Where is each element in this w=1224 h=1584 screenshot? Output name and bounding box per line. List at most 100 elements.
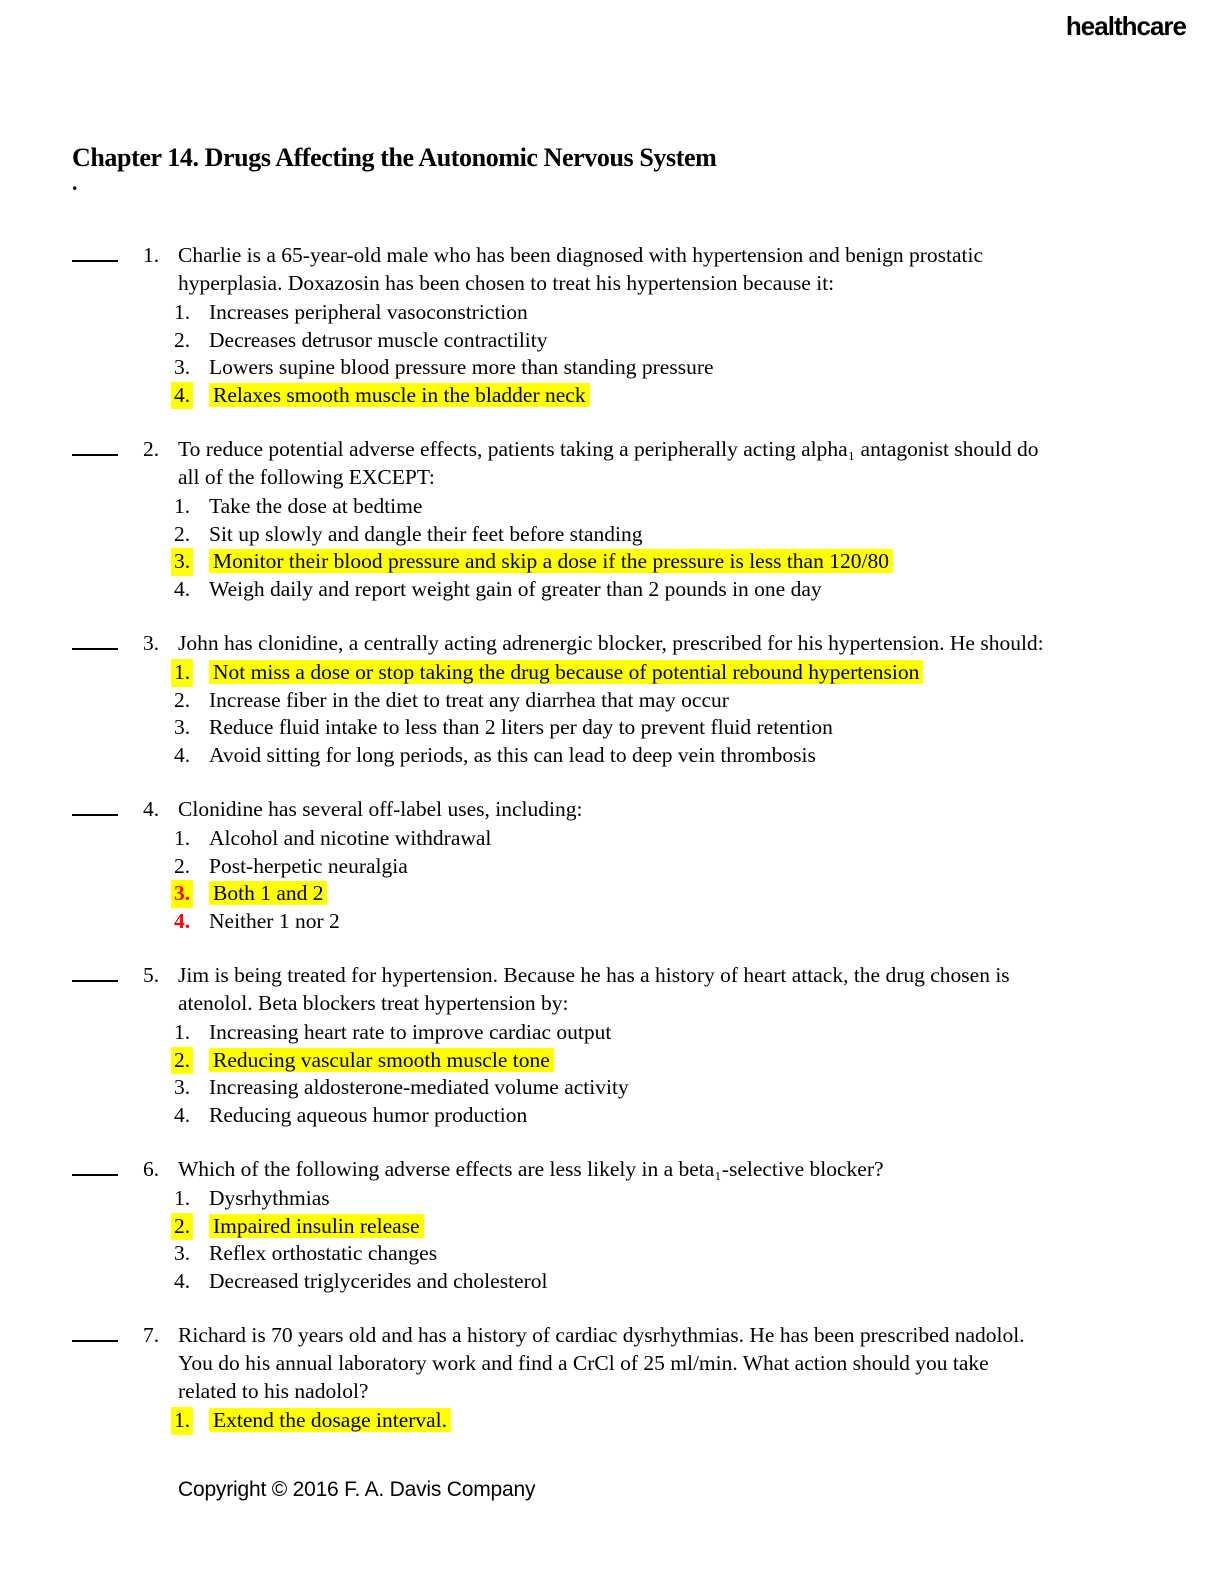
option: 4. Relaxes smooth muscle in the bladder n… [171, 381, 1182, 410]
option-number-text: 3. [174, 1075, 191, 1099]
option: 1. Alcohol and nicotine withdrawal [174, 825, 1182, 853]
option-text: Alcohol and nicotine withdrawal [209, 825, 491, 853]
healthcare-watermark: healthcare [1065, 11, 1187, 41]
footer-copyright: Copyright © 2016 F. A. Davis Company [178, 1478, 536, 1501]
option-number: 2. [174, 687, 209, 715]
options-list: 1.Not miss a dose or stop taking the dru… [171, 659, 1182, 770]
option-text-inner: Monitor their blood pressure and skip a … [209, 549, 893, 573]
option: 1.Take the dose at bedtime [174, 493, 1182, 521]
option: 4. Decreased triglycerides and cholestero… [174, 1268, 1182, 1296]
option-number: 3. [174, 354, 209, 382]
option: 1.Dysrhythmias [174, 1185, 1182, 1213]
answer-blank-line [72, 435, 118, 456]
option-number-text: 1. [174, 826, 191, 850]
option-text: Increasing heart rate to improve cardiac… [209, 1019, 611, 1047]
option: 2. Decreases detrusor muscle contractilit… [174, 327, 1182, 355]
question-7: 7.Richard is 70 years old and has a hist… [72, 1321, 1182, 1435]
option-number: 2. [174, 327, 209, 355]
option-text: Reduce fluid intake to less than 2 liter… [209, 714, 833, 742]
option-text-inner: Increase fiber in the diet to treat any … [209, 687, 729, 712]
option-number: 3. [174, 1240, 209, 1268]
option-text-inner: Reducing vascular smooth muscle tone [209, 1047, 554, 1072]
question-body: To reduce potential adverse effects, pat… [171, 435, 1182, 603]
option-number: 1. [174, 299, 209, 327]
option-text-inner: Reducing aqueous humor production [209, 1102, 528, 1127]
option: 3.Lowers supine blood pressure more than… [174, 354, 1182, 382]
option-text-inner: Take the dose at bedtime [209, 494, 423, 518]
option: 2.Reducing vascular smooth muscle tone [171, 1046, 1182, 1075]
question-body: Jim is being treated for hypertension. B… [171, 961, 1182, 1129]
option-number-text: 2. [174, 327, 191, 352]
option: 2.Sit up slowly and dangle their feet be… [174, 521, 1182, 549]
option-number: 3. [174, 714, 209, 742]
option-text: Decreases detrusor muscle contractility [209, 327, 548, 355]
question-body: John has clonidine, a centrally acting a… [171, 629, 1182, 769]
question-body: Clonidine has several off-label uses, in… [171, 795, 1182, 935]
answer-blank-line [72, 795, 118, 816]
option-number: 4. [171, 381, 209, 409]
option-text-inner: Increasing aldosterone-mediated volume a… [209, 1075, 629, 1099]
question-line: Which of the following adverse effects a… [178, 1157, 884, 1181]
option-text-inner: Not miss a dose or stop taking the drug … [209, 660, 924, 684]
answer-blank-line [72, 1321, 118, 1342]
option-text-inner: Increasing heart rate to improve cardiac… [209, 1020, 612, 1044]
question-number: 2. [143, 437, 160, 461]
option-number-text: 4. [174, 1268, 191, 1293]
option: 1. Increasing heart rate to improve cardi… [174, 1019, 1182, 1047]
option-number-text: 4. [171, 381, 194, 409]
option-text: Neither 1 nor 2 [209, 908, 340, 936]
question-line: To reduce potential adverse effects, pat… [178, 437, 1039, 461]
option-number: 4. [174, 908, 209, 936]
option-number: 4. [174, 742, 209, 770]
option-number: 2. [174, 521, 209, 549]
questions-list: 1.Charlie is a 65-year-old male who has … [72, 241, 1182, 1461]
option-number: 3. [171, 548, 209, 576]
option: 2.Impaired insulin release [171, 1212, 1182, 1241]
option-number: 2. [171, 1212, 209, 1240]
question-6: 6.Which of the following adverse effects… [72, 1155, 1182, 1295]
option-number: 1. [174, 1185, 209, 1213]
option-number: 1. [174, 493, 209, 521]
option-number: 2. [174, 853, 209, 881]
option: 2.Post-herpetic neuralgia [174, 853, 1182, 881]
option-text: Reducing vascular smooth muscle tone [209, 1047, 554, 1075]
option-text: Relaxes smooth muscle in the bladder nec… [209, 382, 590, 410]
option: 3.Both 1 and 2 [171, 880, 1182, 908]
option-number-text: 1. [174, 1186, 191, 1210]
option-text-inner: Decreases detrusor muscle contractility [209, 327, 548, 352]
option-text-inner: Extend the dosage interval. [209, 1408, 452, 1432]
option-text-inner: Alcohol and nicotine withdrawal [209, 826, 492, 850]
option-number-text: 3. [171, 880, 194, 908]
option-number-text: 2. [174, 853, 191, 878]
option-number: 1. [174, 825, 209, 853]
option: 4.Weigh daily and report weight gain of … [174, 576, 1182, 604]
option-text: Lowers supine blood pressure more than s… [209, 354, 714, 382]
option-text: Impaired insulin release [209, 1213, 424, 1241]
option-number-text: 1. [174, 1020, 191, 1044]
option: 4.Neither 1 nor 2 [174, 908, 1182, 936]
option-text-inner: Impaired insulin release [209, 1213, 424, 1238]
option-text-inner: Avoid sitting for long periods, as this … [209, 742, 816, 767]
option-number: 3. [171, 880, 209, 908]
option-text-inner: Reflex orthostatic changes [209, 1241, 438, 1265]
option-text: Increases peripheral vasoconstriction [209, 299, 528, 327]
option: 1.Extend the dosage interval. [171, 1407, 1182, 1435]
question-number: 5. [143, 963, 160, 987]
stray-period: . [72, 170, 78, 195]
option-number: 4. [174, 576, 209, 604]
option: 4.Avoid sitting for long periods, as thi… [174, 742, 1182, 770]
option-text-inner: Reduce fluid intake to less than 2 liter… [209, 715, 833, 739]
option: 2.Increase fiber in the diet to treat an… [174, 687, 1182, 715]
option-number: 3. [174, 1074, 209, 1102]
option-text-inner: Sit up slowly and dangle their feet befo… [209, 521, 643, 546]
option-text: Not miss a dose or stop taking the drug … [209, 659, 924, 687]
option-number: 2. [171, 1046, 209, 1074]
option-number-text: 1. [174, 300, 191, 324]
question-line: hyperplasia. Doxazosin has been chosen t… [178, 271, 835, 295]
question-line: John has clonidine, a centrally acting a… [178, 631, 1044, 655]
option-text: Decreased triglycerides and cholesterol [209, 1268, 547, 1296]
question-number: 7. [143, 1323, 160, 1347]
